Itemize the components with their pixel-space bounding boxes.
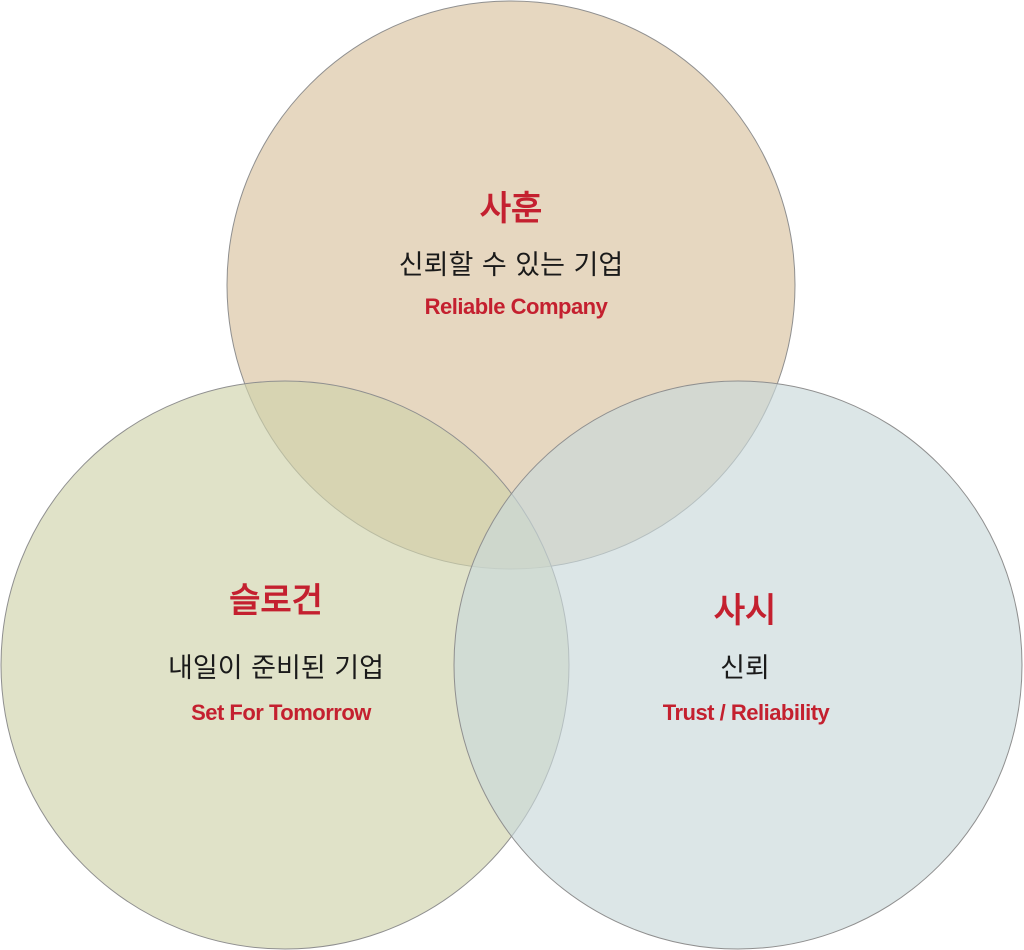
top-circle-title: 사훈	[480, 189, 543, 229]
right-circle-subtitle: 신뢰	[720, 653, 770, 684]
right-circle	[453, 380, 1023, 950]
right-circle-title: 사시	[714, 591, 777, 631]
right-circle-english: Trust / Reliability	[663, 700, 831, 725]
left-circle-title: 슬로건	[229, 581, 323, 621]
left-circle-subtitle: 내일이 준비된 기업	[168, 653, 384, 684]
top-circle-english: Reliable Company	[425, 294, 609, 319]
top-circle-subtitle: 신뢰할 수 있는 기업	[399, 250, 623, 281]
left-circle-english: Set For Tomorrow	[191, 700, 372, 725]
